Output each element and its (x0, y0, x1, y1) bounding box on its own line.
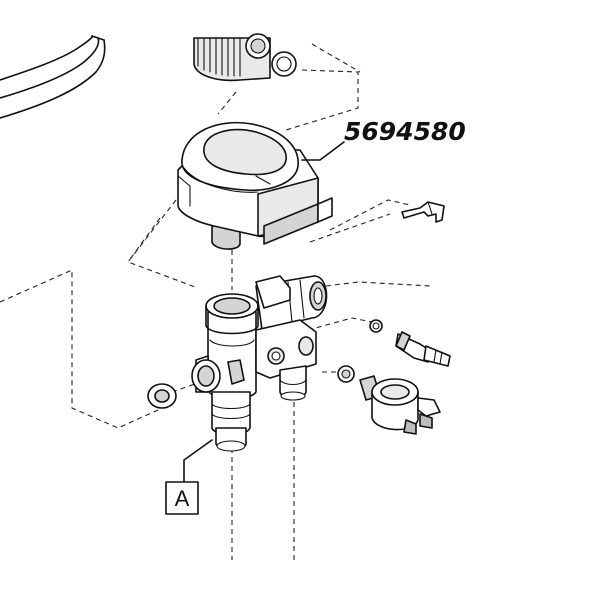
washer (147, 383, 177, 409)
part-number-leader (301, 141, 345, 161)
pump-motor (177, 121, 333, 250)
callout-box (165, 481, 199, 515)
pipe-top-left (0, 35, 106, 119)
o-ring-medium (337, 365, 355, 383)
callout-letter: A (175, 486, 190, 511)
valve-body (191, 275, 328, 452)
o-ring-small (369, 319, 383, 333)
pressure-switch (359, 375, 441, 435)
assembly-guide-lines (0, 43, 431, 560)
heat-exchanger-fragment (193, 33, 297, 82)
part-number-label: 5694580 (344, 117, 466, 146)
spring-clip (401, 201, 445, 223)
callout-a: A (165, 439, 213, 515)
temperature-sensor (395, 331, 451, 367)
